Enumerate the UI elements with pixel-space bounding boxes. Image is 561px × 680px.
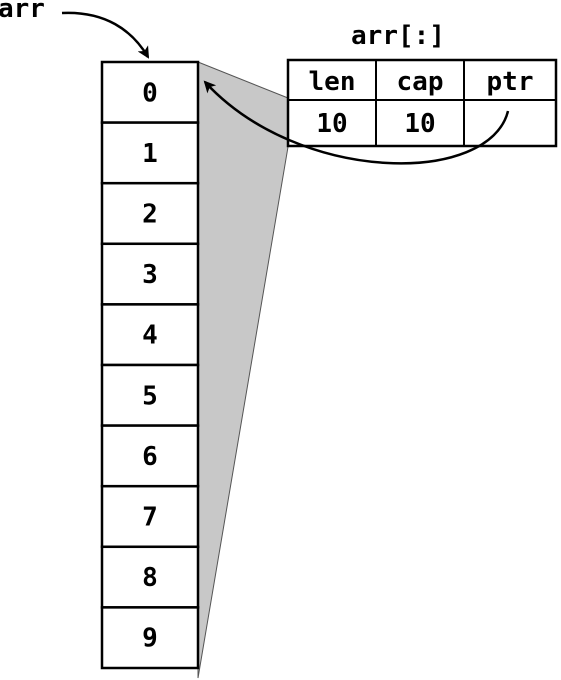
array-block: 0 1 2 3 4 5 6 7 8 9 <box>100 60 200 670</box>
array-cell-value: 3 <box>142 260 158 290</box>
slice-name-label: arr[:] <box>351 21 445 51</box>
array-cell-value: 5 <box>142 381 158 411</box>
slice-header-table: len cap ptr 10 10 <box>286 58 558 148</box>
array-cell-value: 4 <box>142 321 158 351</box>
array-cell-value: 0 <box>142 78 158 108</box>
slice-field-cap-header: cap <box>397 67 444 97</box>
array-cell-value: 2 <box>142 200 158 230</box>
slice-field-cap-value: 10 <box>404 109 435 139</box>
slice-field-ptr-header: ptr <box>487 67 534 97</box>
array-cell <box>100 242 200 306</box>
array-cell-value: 1 <box>142 139 158 169</box>
slice-table-border <box>286 58 558 148</box>
array-name-label: arr <box>0 0 45 24</box>
array-cell <box>100 606 200 670</box>
array-cell <box>100 484 200 549</box>
array-cell <box>100 363 200 427</box>
array-cell-value: 7 <box>142 503 158 533</box>
array-cell-value: 9 <box>142 624 158 654</box>
slice-field-len-value: 10 <box>316 109 347 139</box>
array-cell-value: 8 <box>142 563 158 593</box>
array-cell-value: 6 <box>142 442 158 472</box>
ptr-arrow <box>203 80 510 165</box>
array-cell <box>100 60 200 124</box>
slice-coverage-shade <box>197 61 289 679</box>
array-pointer-arrow <box>61 11 150 59</box>
slice-field-len-header: len <box>309 67 356 97</box>
